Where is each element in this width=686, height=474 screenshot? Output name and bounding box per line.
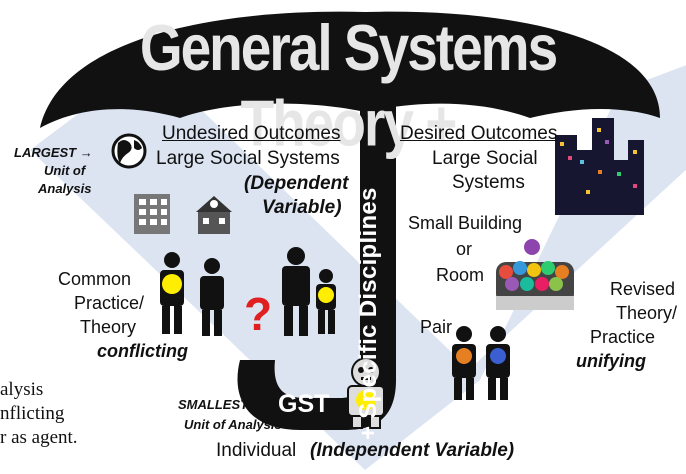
cutoff-text-line-2: nflicting [0,403,65,424]
umbrella-canopy [40,11,660,128]
right-large-social: Large Social [432,148,538,169]
dependent-label: (Dependent [244,173,349,194]
globe-icon [111,133,147,169]
office-building-icon [134,194,170,234]
vertical-discipline-label: + Specific Disciplines [355,187,382,440]
small-building-label: Small Building [408,213,523,233]
gst-label: GST [278,390,330,418]
theory-label: Theory [80,317,137,337]
umbrella-shaft [360,100,396,370]
conflicting-label: conflicting [97,341,188,361]
left-large-social-systems: Large Social Systems [156,148,340,169]
common-label: Common [58,269,132,289]
page-title: General Systems Theory + [139,11,558,160]
smallest-unit-of-analysis: Unit of Analysis → [184,417,299,432]
practice-label: Practice/ [74,293,145,313]
variable-label: Variable) [262,197,342,218]
person-pair-left-icon [160,252,224,336]
right-systems: Systems [452,172,525,193]
largest-analysis: Analysis [38,181,92,196]
right-theory-label: Theory/ [616,303,678,323]
desired-outcomes-heading: Desired Outcomes [400,123,558,144]
person-pair-middle-icon [282,247,336,336]
smallest-label: SMALLEST [178,397,249,412]
unifying-label: unifying [576,351,646,371]
cutoff-text-line-1: alysis [0,379,44,400]
revised-label: Revised [610,279,676,299]
largest-unit-of: Unit of [44,163,86,178]
person-pair-right-icon [452,326,510,400]
undesired-outcomes-heading: Undesired Outcomes [162,123,341,144]
city-skyline-icon [555,118,644,215]
pair-label: Pair [420,317,453,337]
individual-label: Individual [216,440,297,461]
classroom-icon [496,239,574,310]
independent-variable-label: (Independent Variable) [310,440,515,461]
school-building-icon [196,196,232,234]
cutoff-text-line-3: r as agent. [0,427,78,448]
largest-label: LARGEST → [14,145,93,160]
or-label: or [456,239,473,259]
robot-individual-icon [347,357,385,429]
right-practice-label: Practice [590,327,656,347]
question-mark: ? [244,288,272,340]
room-label: Room [436,265,485,285]
